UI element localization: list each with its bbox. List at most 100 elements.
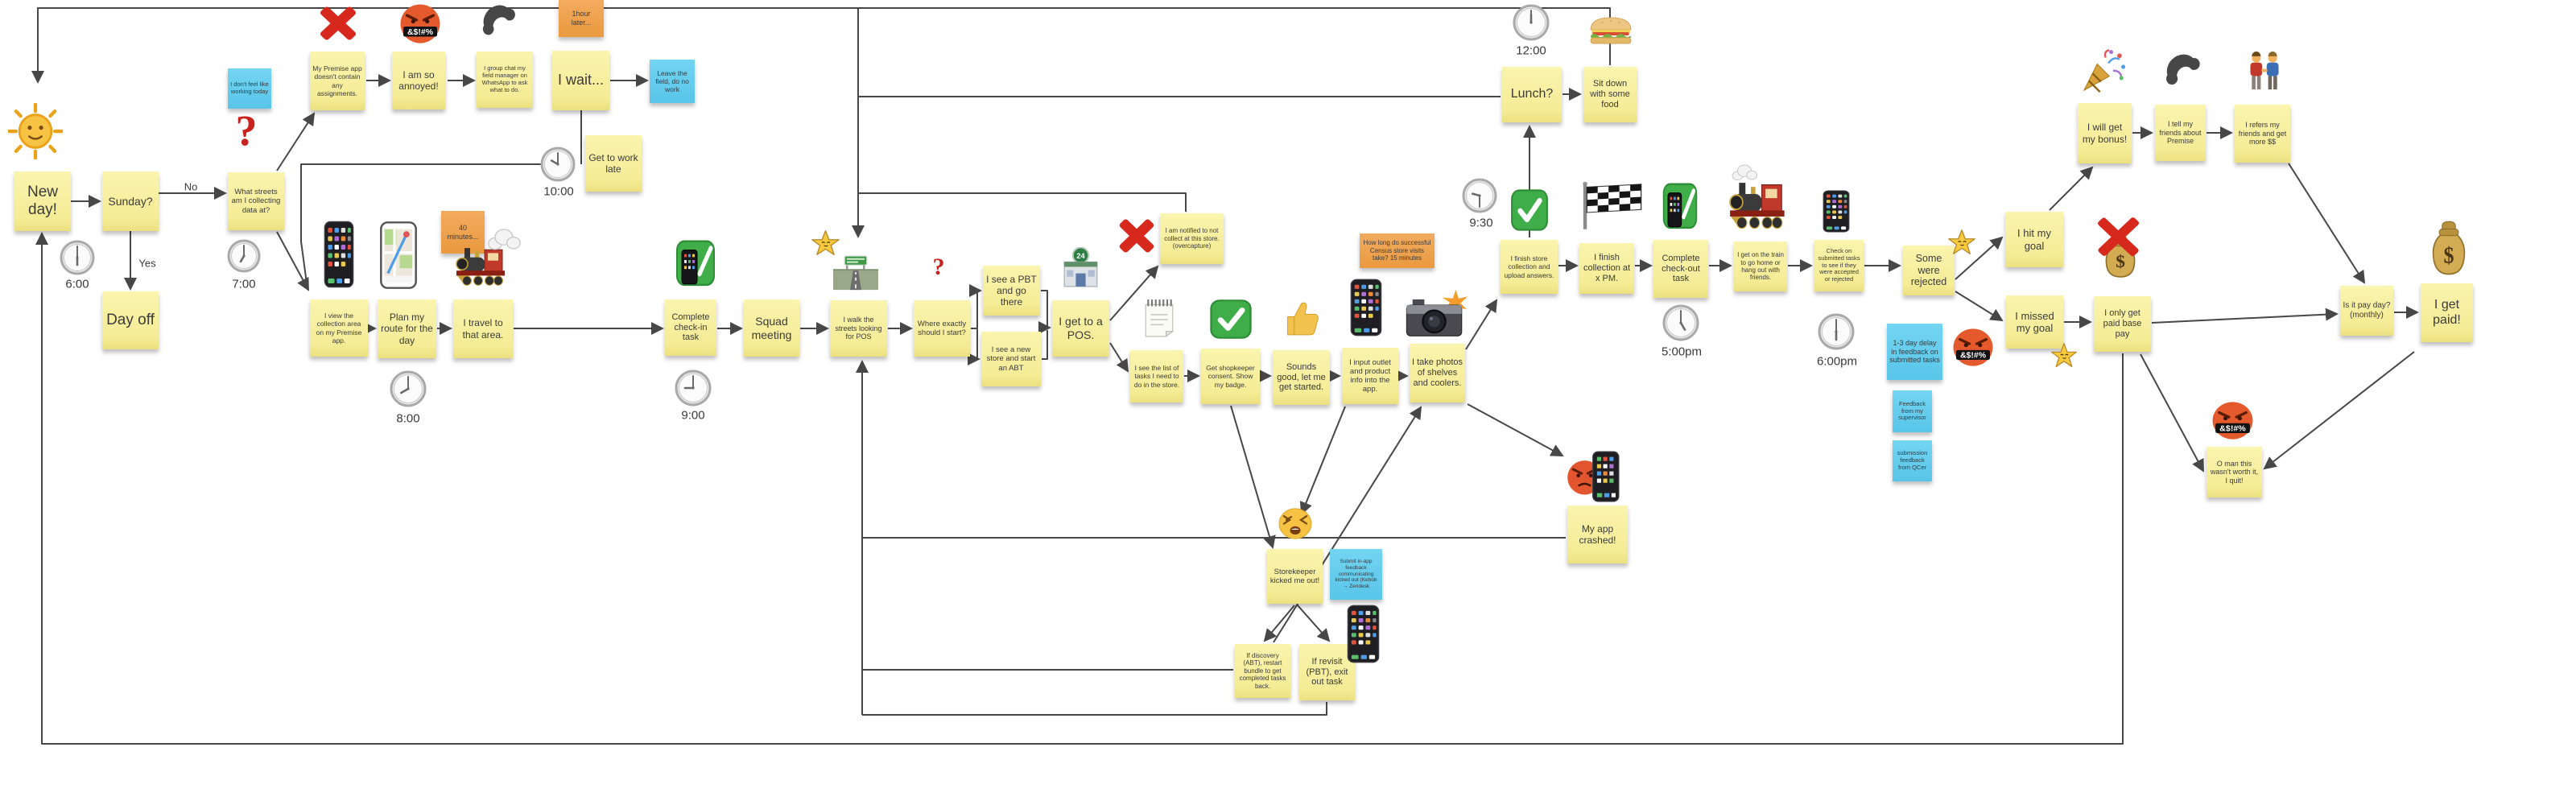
clock-icon[interactable] [1662,303,1700,342]
sticky-where-exactly-should-i[interactable]: Where exactly should I start? [914,300,970,357]
sticky-get-to-work-late[interactable]: Get to work late [585,135,642,192]
notepad-icon[interactable] [1142,298,1176,338]
sticky-i-hit-my-goal[interactable]: I hit my goal [2005,212,2063,267]
sticky-o-man-this-wasn[interactable]: O man this wasn't worth it, I quit! [2207,447,2262,497]
train-icon[interactable] [456,245,507,288]
label-9-00[interactable]: 9:00 [681,408,705,423]
smartphone-icon[interactable] [1350,279,1382,336]
sticky-i-travel-to-that[interactable]: I travel to that area. [453,299,513,358]
moneybag-x-icon[interactable]: $ [2091,209,2149,291]
sticky-i-will-get-my[interactable]: I will get my bonus! [2078,103,2132,163]
clock-icon[interactable] [226,238,262,274]
sticky-submit-in-app-feedback[interactable]: Submit in-app feedback communicating kic… [1330,549,1382,600]
sticky-feedback-from-my-supervisor[interactable]: Feedback from my supervisor [1893,390,1932,432]
store-24-icon[interactable]: 24 [1059,247,1102,290]
sticky-plan-my-route-for[interactable]: Plan my route for the day [378,299,436,358]
map-phone-icon[interactable] [380,221,417,289]
clock-icon[interactable] [674,369,712,407]
sticky-my-premise-app-doesn[interactable]: My Premise app doesn't contain any assig… [310,52,365,110]
sticky-storekeeper-kicked-me-out[interactable]: Storekeeper kicked me out! [1267,549,1323,604]
clock-icon[interactable] [59,239,96,276]
label-7-00[interactable]: 7:00 [232,277,256,291]
sticky-i-take-photos-of[interactable]: I take photos of shelves and coolers. [1410,344,1465,402]
sticky-1-3-day-delay[interactable]: 1-3 day delay in feedback on submitted t… [1887,324,1942,380]
sticky-complete-check-in-task[interactable]: Complete check-in task [665,299,716,356]
star-face-icon[interactable] [811,229,840,258]
sticky-new-day[interactable]: New day! [14,171,71,231]
swearing-face-icon[interactable]: &$!#% [2210,399,2256,442]
label-yes[interactable]: Yes [138,257,156,270]
sticky-some-were-rejected[interactable]: Some were rejected [1903,246,1955,295]
sticky-submission-feedback-from-qcer[interactable]: submission feedback from QCer [1893,440,1932,481]
party-popper-icon[interactable] [2078,48,2126,97]
train-icon[interactable] [1729,179,1787,232]
sticky-if-revisit-pbt-exit[interactable]: If revisit (PBT), exit out task [1299,644,1355,700]
label-8-00[interactable]: 8:00 [396,411,420,426]
sticky-complete-check-out-task[interactable]: Complete check-out task [1653,240,1708,298]
smartphone-icon[interactable] [324,221,354,288]
sticky-i-see-the-list[interactable]: I see the list of tasks I need to do in … [1130,350,1183,402]
smoke-cloud-icon[interactable] [486,226,522,252]
star-face-icon[interactable] [1947,229,1976,257]
star-face-icon[interactable] [2050,342,2078,369]
sticky-is-it-pay-day[interactable]: Is it pay day? (monthly) [2340,286,2393,336]
smartphone-icon[interactable] [1347,605,1380,663]
checkin-phone-icon[interactable] [1662,181,1699,233]
motorway-icon[interactable] [833,254,878,291]
smoke-cloud-icon[interactable] [1731,163,1758,182]
sticky-i-finish-store-collection[interactable]: I finish store collection and upload ans… [1501,240,1558,294]
sticky-lunch[interactable]: Lunch? [1502,67,1562,122]
swearing-face-icon[interactable]: &$!#% [398,2,443,46]
sticky-i-am-so-annoyed[interactable]: I am so annoyed! [392,52,445,109]
label-12-00[interactable]: 12:00 [1516,43,1546,58]
sticky-what-streets-am-i[interactable]: What streets am I collecting data at? [228,172,284,230]
thumbs-up-icon[interactable] [1284,299,1319,338]
sticky-40-minutes[interactable]: 40 minutes... [441,211,485,254]
sticky-my-app-crashed[interactable]: My app crashed! [1567,506,1628,564]
check-green-icon[interactable] [1208,298,1253,341]
moneybag-icon[interactable]: $ [2428,221,2470,277]
sticky-i-only-get-paid[interactable]: I only get paid base pay [2094,296,2151,352]
label-9-30[interactable]: 9:30 [1469,216,1493,230]
clock-icon[interactable] [1817,312,1856,351]
sticky-get-shopkeeper-consent-show[interactable]: Get shopkeeper consent. Show my badge. [1201,349,1260,404]
sticky-leave-the-field-do[interactable]: Leave the field, do no work [650,60,695,103]
sticky-sounds-good-let-me[interactable]: Sounds good, let me get started. [1273,350,1330,405]
sticky-check-on-submitted-tasks[interactable]: Check on submitted tasks to see if they … [1814,240,1864,291]
question-mark-icon[interactable]: ? [235,106,258,155]
phone-receiver-icon[interactable] [2163,51,2205,95]
sticky-sit-down-with-some[interactable]: Sit down with some food [1583,67,1637,122]
sticky-1hour-later[interactable]: 1hour later... [559,0,604,37]
question-mark-icon[interactable]: ? [932,254,945,280]
sticky-i-get-on-the[interactable]: I get on the train to go home or hang ou… [1734,242,1787,291]
sticky-i-input-outlet-and[interactable]: I input outlet and product info into the… [1342,348,1398,404]
check-green-icon[interactable] [1509,188,1550,233]
label-10-00[interactable]: 10:00 [543,184,574,199]
label-5-00pm[interactable]: 5:00pm [1661,345,1703,359]
sticky-i-see-a-pbt[interactable]: I see a PBT and go there [983,266,1040,316]
camera-flash-icon[interactable] [1405,290,1468,340]
clock-icon[interactable] [1512,3,1550,42]
sticky-day-off[interactable]: Day off [102,291,159,349]
sticky-i-tell-my-friends[interactable]: I tell my friends about Premise [2155,105,2206,161]
sticky-i-wait[interactable]: I wait... [552,51,609,110]
sticky-i-finish-collection-at[interactable]: I finish collection at x PM. [1579,243,1634,294]
label-6-00[interactable]: 6:00 [65,277,89,291]
sandwich-icon[interactable] [1587,12,1634,46]
clock-icon[interactable] [389,369,427,408]
sticky-if-discovery-abt-restart[interactable]: If discovery (ABT), restart bundle to ge… [1235,644,1290,698]
sticky-i-missed-my-goal[interactable]: I missed my goal [2006,295,2063,349]
sun-icon[interactable] [8,103,63,159]
angry-face-phone-icon[interactable] [1565,448,1623,506]
sticky-i-get-to-a[interactable]: I get to a POS. [1052,300,1109,357]
label-6-00pm[interactable]: 6:00pm [1816,354,1858,369]
smartphone-icon[interactable] [1823,190,1850,233]
sticky-i-refers-my-friends[interactable]: I refers my friends and get more $$ [2235,105,2290,163]
sticky-i-don-t-feel[interactable]: I don't feel like working today [228,68,271,109]
clock-icon[interactable] [1461,177,1498,214]
x-mark-icon[interactable] [315,2,361,45]
sticky-i-walk-the-streets[interactable]: I walk the streets looking for POS [830,300,887,357]
sticky-i-group-chat-my[interactable]: I group chat my field manager on WhatsAp… [477,52,533,108]
sticky-i-am-notified-to[interactable]: I am notified to not collect at this sto… [1160,213,1224,264]
